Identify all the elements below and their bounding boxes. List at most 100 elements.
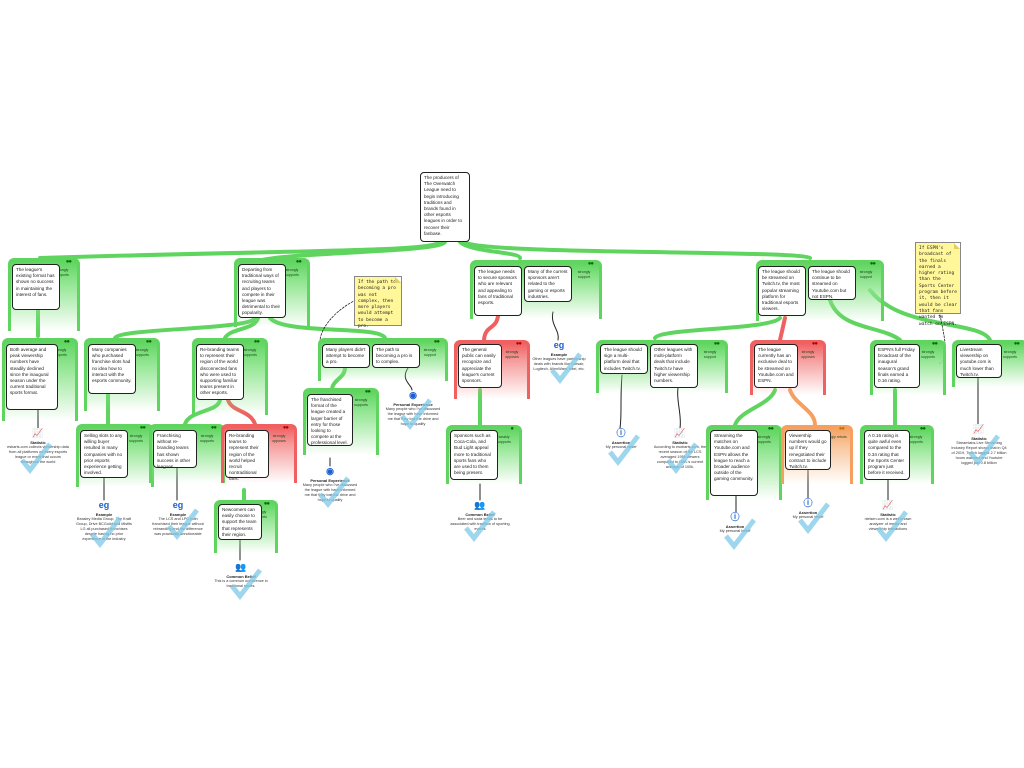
relation-dots: ●●: [253, 339, 260, 345]
claim-c4a1[interactable]: The league should sign a multi-platform …: [600, 344, 648, 374]
claim-c2a1[interactable]: Selling slots to any willing buyer resul…: [80, 430, 128, 478]
relation-dots: ●●: [869, 261, 876, 267]
basis-b6[interactable]: ◉ Personal Experience Many people who I'…: [385, 390, 441, 426]
root-claim[interactable]: The producers of The Overwatch League ne…: [420, 172, 470, 242]
claim-c2a[interactable]: Many companies who purchased franchise s…: [88, 344, 136, 394]
claim-c2[interactable]: Departing from traditional ways of recru…: [238, 264, 286, 318]
relation-dots: ●●: [713, 341, 720, 347]
relation-label: strongly supports: [354, 398, 368, 407]
relation-label: strongly opposes: [272, 434, 286, 443]
relation-label: strongly opposes: [801, 350, 815, 359]
basis-b4[interactable]: 👥 Common Belief This is a common occurre…: [214, 562, 268, 588]
claim-c3c[interactable]: The general public can easily recognize …: [458, 344, 502, 388]
link-c4a-c4a1: [653, 316, 782, 340]
claim-c2b[interactable]: Re-branding teams to represent their reg…: [196, 344, 244, 400]
relation-dots: ●●: [931, 341, 938, 347]
relation-dots: ●●: [282, 425, 289, 431]
link-root-c3: [458, 240, 522, 260]
basis-b8[interactable]: 👥 Common Belief Beer and soda tends to b…: [450, 500, 510, 531]
basis-b5[interactable]: ◉ Personal Experience Many people who I'…: [302, 466, 358, 502]
relation-dots: ●●: [838, 426, 845, 432]
relation-dots: ●●: [145, 339, 152, 345]
link-root-c2: [260, 240, 447, 262]
common-belief-icon: 👥: [474, 500, 486, 510]
note-espn[interactable]: If ESPN's broadcast of the finals earned…: [915, 242, 961, 327]
basis-b9[interactable]: ⓘ Assertion My personal belief: [605, 428, 637, 449]
basis-b11[interactable]: ⓘ Assertion My personal belief: [719, 512, 751, 533]
relation-dots: ●●: [295, 259, 302, 265]
relation-dots: ●●: [65, 259, 72, 265]
relation-dots: ●●: [63, 339, 70, 345]
relation-label: strongly supports: [1003, 350, 1017, 359]
relation-label: weakly supports: [497, 435, 511, 444]
basis-b14[interactable]: 📈 Statistic Streamlabs.Live Streaming In…: [951, 424, 1007, 465]
link-root-c4: [463, 240, 812, 260]
basis-b10[interactable]: 📈 Statistic According to esobarts.com, t…: [653, 428, 707, 469]
claim-c4a2[interactable]: Other leagues with multi-platform deals …: [650, 344, 698, 388]
basis-b12[interactable]: ⓘ Assertion My personal belief: [792, 498, 824, 519]
basis-b2[interactable]: eg Example Beasley Media Group, The Kraf…: [76, 500, 132, 541]
relation-label: strongly supports: [200, 434, 214, 443]
claim-c4a[interactable]: The league should be streamed on Twitch.…: [758, 266, 806, 316]
relation-label: strongly support: [703, 350, 717, 359]
claim-c2b2a[interactable]: Newcomers can easily choose to support t…: [218, 504, 262, 540]
relation-label: strongly supports: [129, 434, 143, 443]
claim-c1a[interactable]: Both average and peak viewership numbers…: [6, 344, 58, 410]
claim-c3a[interactable]: The league needs to secure sponsors who …: [474, 266, 522, 316]
relation-dots: ●●: [364, 389, 371, 395]
relation-label: strongly support: [423, 348, 437, 357]
common-belief-icon: 👥: [235, 562, 247, 572]
relation-label: strongly supports: [243, 348, 257, 357]
claim-c4c2[interactable]: Viewership numbers would go up if they r…: [785, 430, 831, 470]
statistics-icon: 📈: [973, 424, 985, 434]
claim-c2b2[interactable]: Re-branding teams to represent their reg…: [225, 430, 269, 481]
claim-c4d[interactable]: ESPN's full Friday broadcast of the inau…: [874, 344, 920, 388]
relation-label: strongly support: [859, 270, 873, 279]
relation-dots: ●●: [587, 261, 594, 267]
relation-dots: ●●: [210, 425, 217, 431]
relation-label: strongly supports: [285, 268, 299, 277]
relation-label: strongly rebuts: [823, 435, 847, 439]
assertion-icon: ⓘ: [803, 498, 813, 508]
link-c4c-c4c2: [788, 388, 817, 427]
claim-c2b1[interactable]: Franchising without re-branding teams ha…: [153, 430, 197, 469]
claim-c3b[interactable]: Many of the current sponsors aren't rela…: [524, 266, 572, 302]
basis-b1[interactable]: 📈 Statistic esbarts.com collects viewers…: [7, 428, 69, 464]
relation-label: strongly supports: [757, 435, 771, 444]
claim-c4b[interactable]: The league should continue to be streame…: [808, 266, 856, 300]
basis-b3[interactable]: eg Example The LCS and LPC both franchis…: [152, 500, 204, 536]
relation-label: strongly supports: [135, 348, 149, 357]
claim-c4d1[interactable]: A 0.16 rating is quite awful even compar…: [864, 430, 910, 480]
statistics-icon: 📈: [674, 428, 686, 438]
relation-label: strongly supports: [55, 268, 69, 277]
basis-b7[interactable]: eg Example Other leagues have partnershi…: [532, 340, 586, 371]
claim-c2c1[interactable]: Many players didn't attempt to become a …: [322, 344, 370, 368]
relation-dots: ●: [510, 426, 514, 432]
claim-c4c[interactable]: The league currently has an exclusive de…: [754, 344, 798, 388]
note-pro-path[interactable]: If the path to becoming a pro was not co…: [354, 276, 402, 329]
link-c3a-c3c: [482, 314, 500, 342]
claim-c2c2[interactable]: The path to becoming a pro is to complex…: [372, 344, 420, 368]
basis-b13[interactable]: 📈 Statistic nielsen.com is a well known …: [864, 500, 912, 531]
relation-dots: ●●: [811, 341, 818, 347]
claim-c4e[interactable]: Livestream viewership on youtube.com is …: [956, 344, 1002, 378]
relation-label: strongly support: [577, 270, 591, 279]
link-c4a-c4c: [778, 316, 787, 342]
personal-experience-icon: ◉: [409, 390, 417, 400]
assertion-icon: ⓘ: [616, 428, 626, 438]
claim-c2c1a[interactable]: The franchised format of the league crea…: [307, 394, 353, 446]
personal-experience-icon: ◉: [326, 466, 334, 476]
claim-c1[interactable]: The league's existing format has shown n…: [12, 264, 60, 310]
assertion-icon: ⓘ: [730, 512, 740, 522]
relation-label: strongly supports: [921, 350, 935, 359]
relation-dots: ●●: [1013, 341, 1020, 347]
relation-label: strongly supports: [909, 435, 923, 444]
relation-label: strongly opposes: [505, 350, 519, 359]
claim-c3c1[interactable]: Sponsors such as Coca-Cola, and Bud Ligh…: [450, 430, 498, 480]
claim-c4c1[interactable]: Streaming the matches on Youtube.com and…: [710, 430, 758, 496]
link-c4c-c4c1: [733, 388, 777, 427]
relation-dots: ●●: [919, 426, 926, 432]
statistics-icon: 📈: [882, 500, 894, 510]
relation-label: strongly supports: [53, 348, 67, 357]
